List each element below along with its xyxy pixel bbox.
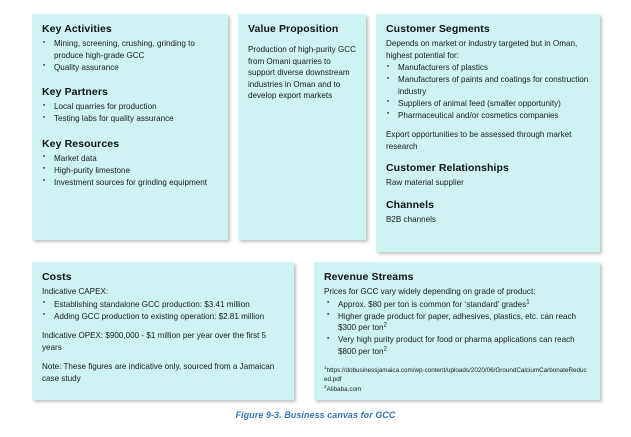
costs-capex-list: Establishing standalone GCC production: …	[42, 298, 284, 322]
list-item: Adding GCC production to existing operat…	[42, 310, 284, 322]
list-item: Investment sources for grinding equipmen…	[42, 176, 218, 188]
list-item: Market data	[42, 152, 218, 164]
footnote-entry: 1https://dobusinessjamaica.com/wp-conten…	[324, 366, 590, 385]
list-item: Approx. $80 per ton is common for ‘stand…	[324, 298, 590, 310]
list-item: Local quarries for production	[42, 101, 218, 112]
costs-note: Note: These figures are indicative only,…	[42, 362, 275, 383]
value-proposition-text: Production of high-purity GCC from Omani…	[248, 45, 356, 101]
key-activities-title: Key Activities	[42, 23, 112, 35]
channels-title: Channels	[386, 198, 435, 211]
canvas-block-key-activities-partners-resources: Key Activities Mining, screening, crushi…	[32, 14, 228, 240]
customer-segments-list: Manufacturers of plastics Manufacturers …	[386, 62, 590, 121]
list-item: Establishing standalone GCC production: …	[42, 298, 284, 310]
list-item: Suppliers of animal feed (smaller opport…	[386, 97, 590, 109]
list-item-text: Higher grade product for paper, adhesive…	[338, 311, 576, 333]
customer-segments-note: Export opportunities to be assessed thro…	[386, 130, 572, 151]
key-resources-title: Key Resources	[42, 137, 120, 150]
key-resources-list: Market data High-purity limestone Invest…	[42, 152, 218, 188]
list-item: Testing labs for quality assurance	[42, 113, 218, 124]
list-item: High-purity limestone	[42, 164, 218, 176]
key-partners-title: Key Partners	[42, 86, 108, 99]
list-item-text: Very high purity product for food or pha…	[338, 335, 575, 356]
list-item: Quality assurance	[42, 61, 218, 73]
revenue-streams-intro: Prices for GCC vary widely depending on …	[324, 287, 536, 297]
list-item: Mining, screening, crushing, grinding to…	[42, 38, 218, 61]
list-item: Very high purity product for food or pha…	[324, 334, 590, 357]
figure-caption: Figure 9-3. Business canvas for GCC	[235, 410, 396, 420]
footnote-entry: 2Alibaba.com	[324, 385, 590, 394]
list-item: Manufacturers of paints and coatings for…	[386, 74, 590, 97]
customer-relationships-text: Raw material supplier	[386, 178, 464, 188]
list-item-text: Approx. $80 per ton is common for ‘stand…	[338, 299, 527, 309]
key-activities-list: Mining, screening, crushing, grinding to…	[42, 38, 218, 73]
footnote-marker: 1	[526, 298, 530, 305]
customer-segments-intro: Depends on market or industry targeted b…	[386, 39, 578, 60]
key-partners-list: Local quarries for production Testing la…	[42, 101, 218, 124]
footnote-marker: 2	[383, 322, 387, 329]
list-item: Manufacturers of plastics	[386, 62, 590, 73]
list-item: Higher grade product for paper, adhesive…	[324, 310, 590, 334]
revenue-streams-title: Revenue Streams	[324, 271, 414, 283]
footnote-marker: 2	[324, 384, 327, 390]
canvas-block-revenue-streams: Revenue Streams Prices for GCC vary wide…	[314, 262, 600, 400]
customer-relationships-title: Customer Relationships	[386, 161, 509, 174]
footnote-text: https://dobusinessjamaica.com/wp-content…	[324, 367, 587, 384]
revenue-streams-list: Approx. $80 per ton is common for ‘stand…	[324, 298, 590, 357]
revenue-streams-footnotes: 1https://dobusinessjamaica.com/wp-conten…	[324, 366, 590, 394]
costs-capex-label: Indicative CAPEX:	[42, 287, 109, 297]
list-item: Pharmaceutical and/or cosmetics companie…	[386, 109, 590, 121]
costs-title: Costs	[42, 271, 72, 283]
footnote-marker: 2	[383, 345, 387, 352]
costs-opex-text: Indicative OPEX: $900,000 - $1 million p…	[42, 331, 267, 352]
footnote-marker: 1	[324, 365, 327, 371]
value-proposition-title: Value Proposition	[248, 23, 339, 35]
canvas-block-customer-segments: Customer Segments Depends on market or i…	[376, 14, 600, 252]
customer-segments-title: Customer Segments	[386, 23, 490, 35]
footnote-text: Alibaba.com	[326, 385, 362, 393]
channels-text: B2B channels	[386, 214, 436, 224]
canvas-block-value-proposition: Value Proposition Production of high-pur…	[238, 14, 366, 240]
canvas-block-costs: Costs Indicative CAPEX: Establishing sta…	[32, 262, 294, 400]
